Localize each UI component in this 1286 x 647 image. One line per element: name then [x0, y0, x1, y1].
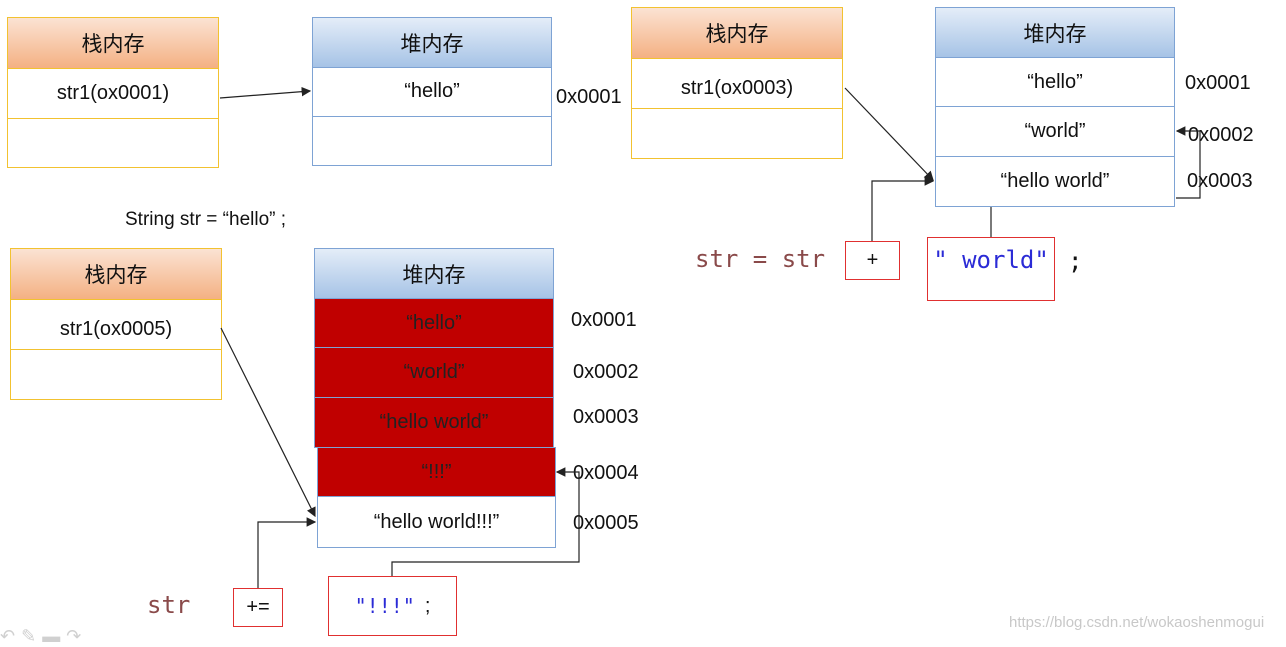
reference-arrow	[219, 86, 312, 99]
literal-arrow	[1175, 126, 1201, 199]
pen-icon[interactable]: ✎	[21, 626, 43, 646]
literal-arrow	[391, 467, 580, 576]
heap-address: 0x0001	[571, 309, 637, 331]
code-semicolon: ;	[424, 594, 431, 617]
stack-cell-2: str1(ox0003)	[631, 58, 843, 109]
operator-arrow	[871, 176, 935, 241]
heap-cell-3-5: “hello world!!!”	[317, 496, 556, 548]
heap-cell-2-1: “hello”	[935, 57, 1175, 107]
redo-icon[interactable]: ↷	[66, 626, 88, 646]
heap-cell-garbage: “!!!”	[317, 447, 556, 497]
code-semicolon: ;	[1068, 247, 1083, 275]
watermark: https://blog.csdn.net/wokaoshenmogui	[1009, 614, 1265, 631]
code-literal: "!!!"	[354, 594, 415, 618]
reference-arrow	[844, 87, 934, 181]
reference-arrow	[220, 327, 316, 518]
heap-cell-garbage: “hello world”	[314, 397, 554, 448]
heap-cell-garbage: “world”	[314, 347, 554, 398]
stack-cell-empty-3	[10, 349, 222, 400]
presentation-toolbar[interactable]: ↶✎▬↷	[0, 626, 87, 647]
heap-address: 0x0002	[573, 361, 639, 383]
rectangle-icon[interactable]: ▬	[42, 626, 67, 646]
code-operator-box: +	[845, 241, 900, 280]
code-identifier: str	[147, 591, 191, 619]
code-literal-box: " world"	[927, 237, 1055, 301]
code-caption: String str = “hello” ;	[125, 209, 287, 230]
undo-icon[interactable]: ↶	[0, 626, 22, 646]
heap-header-3: 堆内存	[314, 248, 554, 299]
heap-address: 0x0002	[1188, 124, 1254, 146]
code-operator: +	[866, 249, 879, 271]
heap-address: 0x0004	[573, 462, 639, 484]
heap-address: 0x0001	[556, 86, 622, 108]
heap-address: 0x0003	[573, 406, 639, 428]
code-literal: " world"	[933, 246, 1049, 274]
heap-cell-2-3: “hello world”	[935, 156, 1175, 207]
code-operator-box: +=	[233, 588, 283, 627]
heap-cell-2-2: “world”	[935, 106, 1175, 157]
code-literal-box: "!!!" ;	[328, 576, 457, 636]
stack-cell-empty-1	[7, 118, 219, 168]
heap-cell-garbage: “hello”	[314, 298, 554, 348]
operator-arrow	[257, 517, 317, 588]
stack-cell-empty-2	[631, 108, 843, 159]
code-operator: +=	[246, 596, 270, 618]
stack-header-2: 栈内存	[631, 7, 843, 59]
stack-header-1: 栈内存	[7, 17, 219, 69]
code-identifier: str = str	[695, 245, 826, 273]
heap-address: 0x0005	[573, 512, 639, 534]
heap-address: 0x0001	[1185, 72, 1251, 94]
stack-header-3: 栈内存	[10, 248, 222, 300]
heap-address: 0x0003	[1187, 170, 1253, 192]
heap-cell-empty-1	[312, 116, 552, 166]
